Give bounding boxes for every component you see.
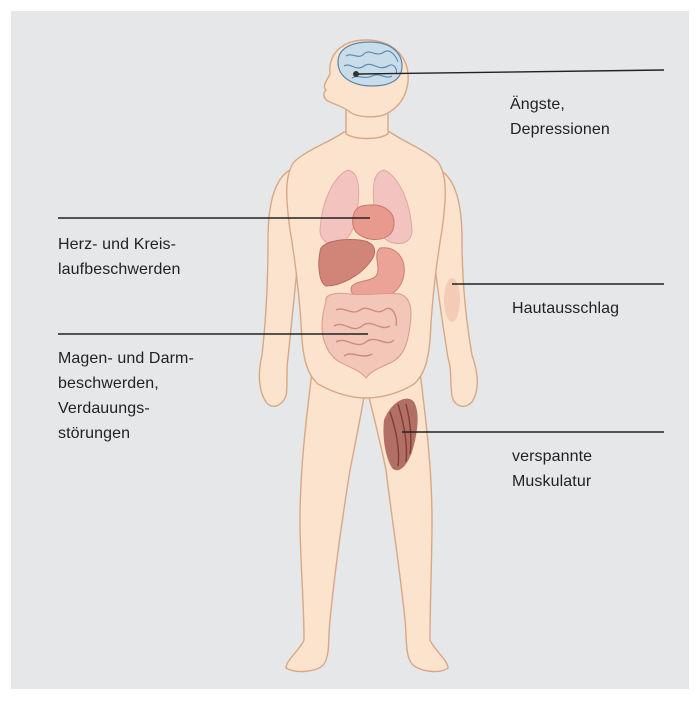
brain-icon: [338, 42, 402, 86]
label-muskel: verspannte Muskulatur: [512, 444, 592, 494]
label-magen: Magen- und Darm- beschwerden, Verdauungs…: [58, 346, 194, 446]
label-haut: Hautausschlag: [512, 296, 619, 321]
label-angst: Ängste, Depressionen: [510, 92, 610, 142]
heart-icon: [353, 205, 394, 240]
label-herz: Herz- und Kreis- laufbeschwerden: [58, 232, 180, 282]
left-leg: [286, 372, 366, 671]
